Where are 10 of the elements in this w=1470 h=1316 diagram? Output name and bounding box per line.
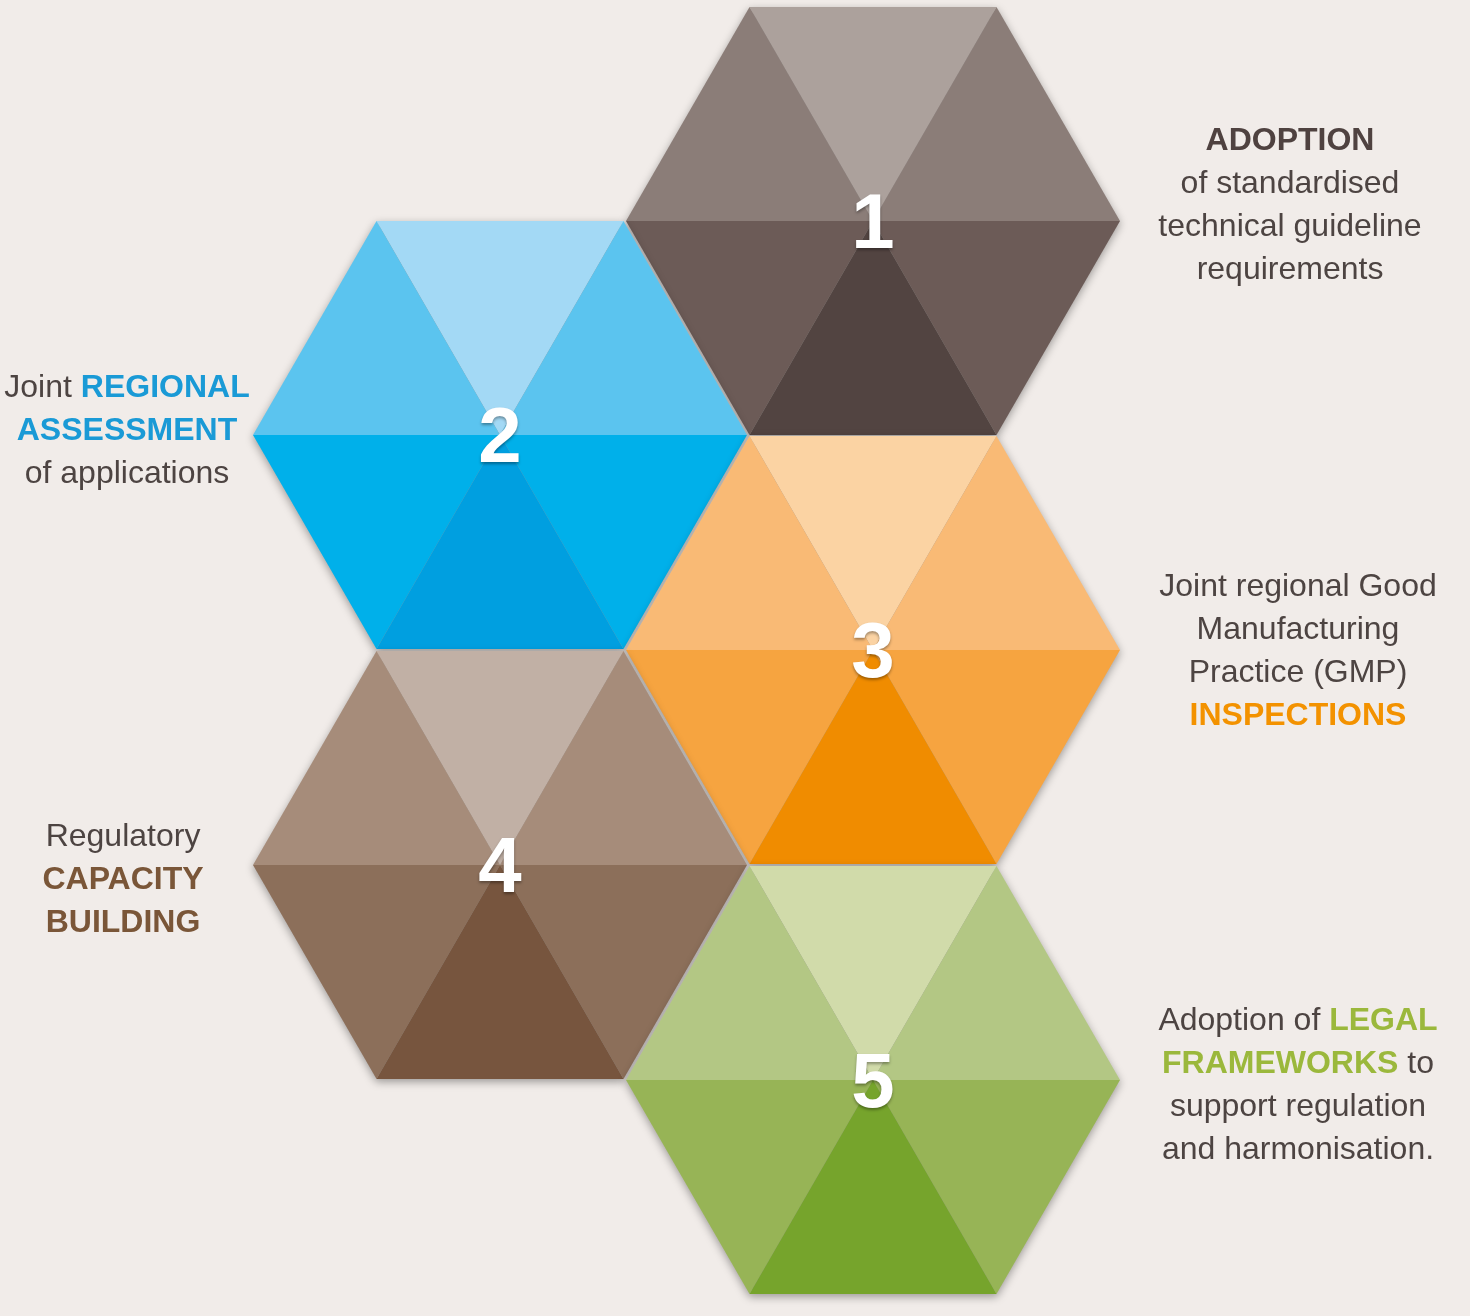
step-number: 4: [478, 826, 522, 904]
step-number: 2: [478, 396, 522, 474]
step-number: 3: [851, 611, 895, 689]
step-number: 5: [851, 1041, 895, 1119]
description-text: Regulatory CAPACITY BUILDING: [41, 816, 205, 941]
description-text: ADOPTION of standardised technical guideline requirements: [1157, 120, 1423, 288]
description-text: Joint REGIONAL ASSESSMENT of applications: [4, 367, 250, 492]
step-number: 1: [851, 182, 895, 260]
description-text: Joint regional Good Manufacturing Practice (GMP) INSPECTIONS: [1158, 566, 1438, 734]
description-text: Adoption of LEGAL FRAMEWORKS to support regulation and harmonisation.: [1157, 1000, 1439, 1168]
